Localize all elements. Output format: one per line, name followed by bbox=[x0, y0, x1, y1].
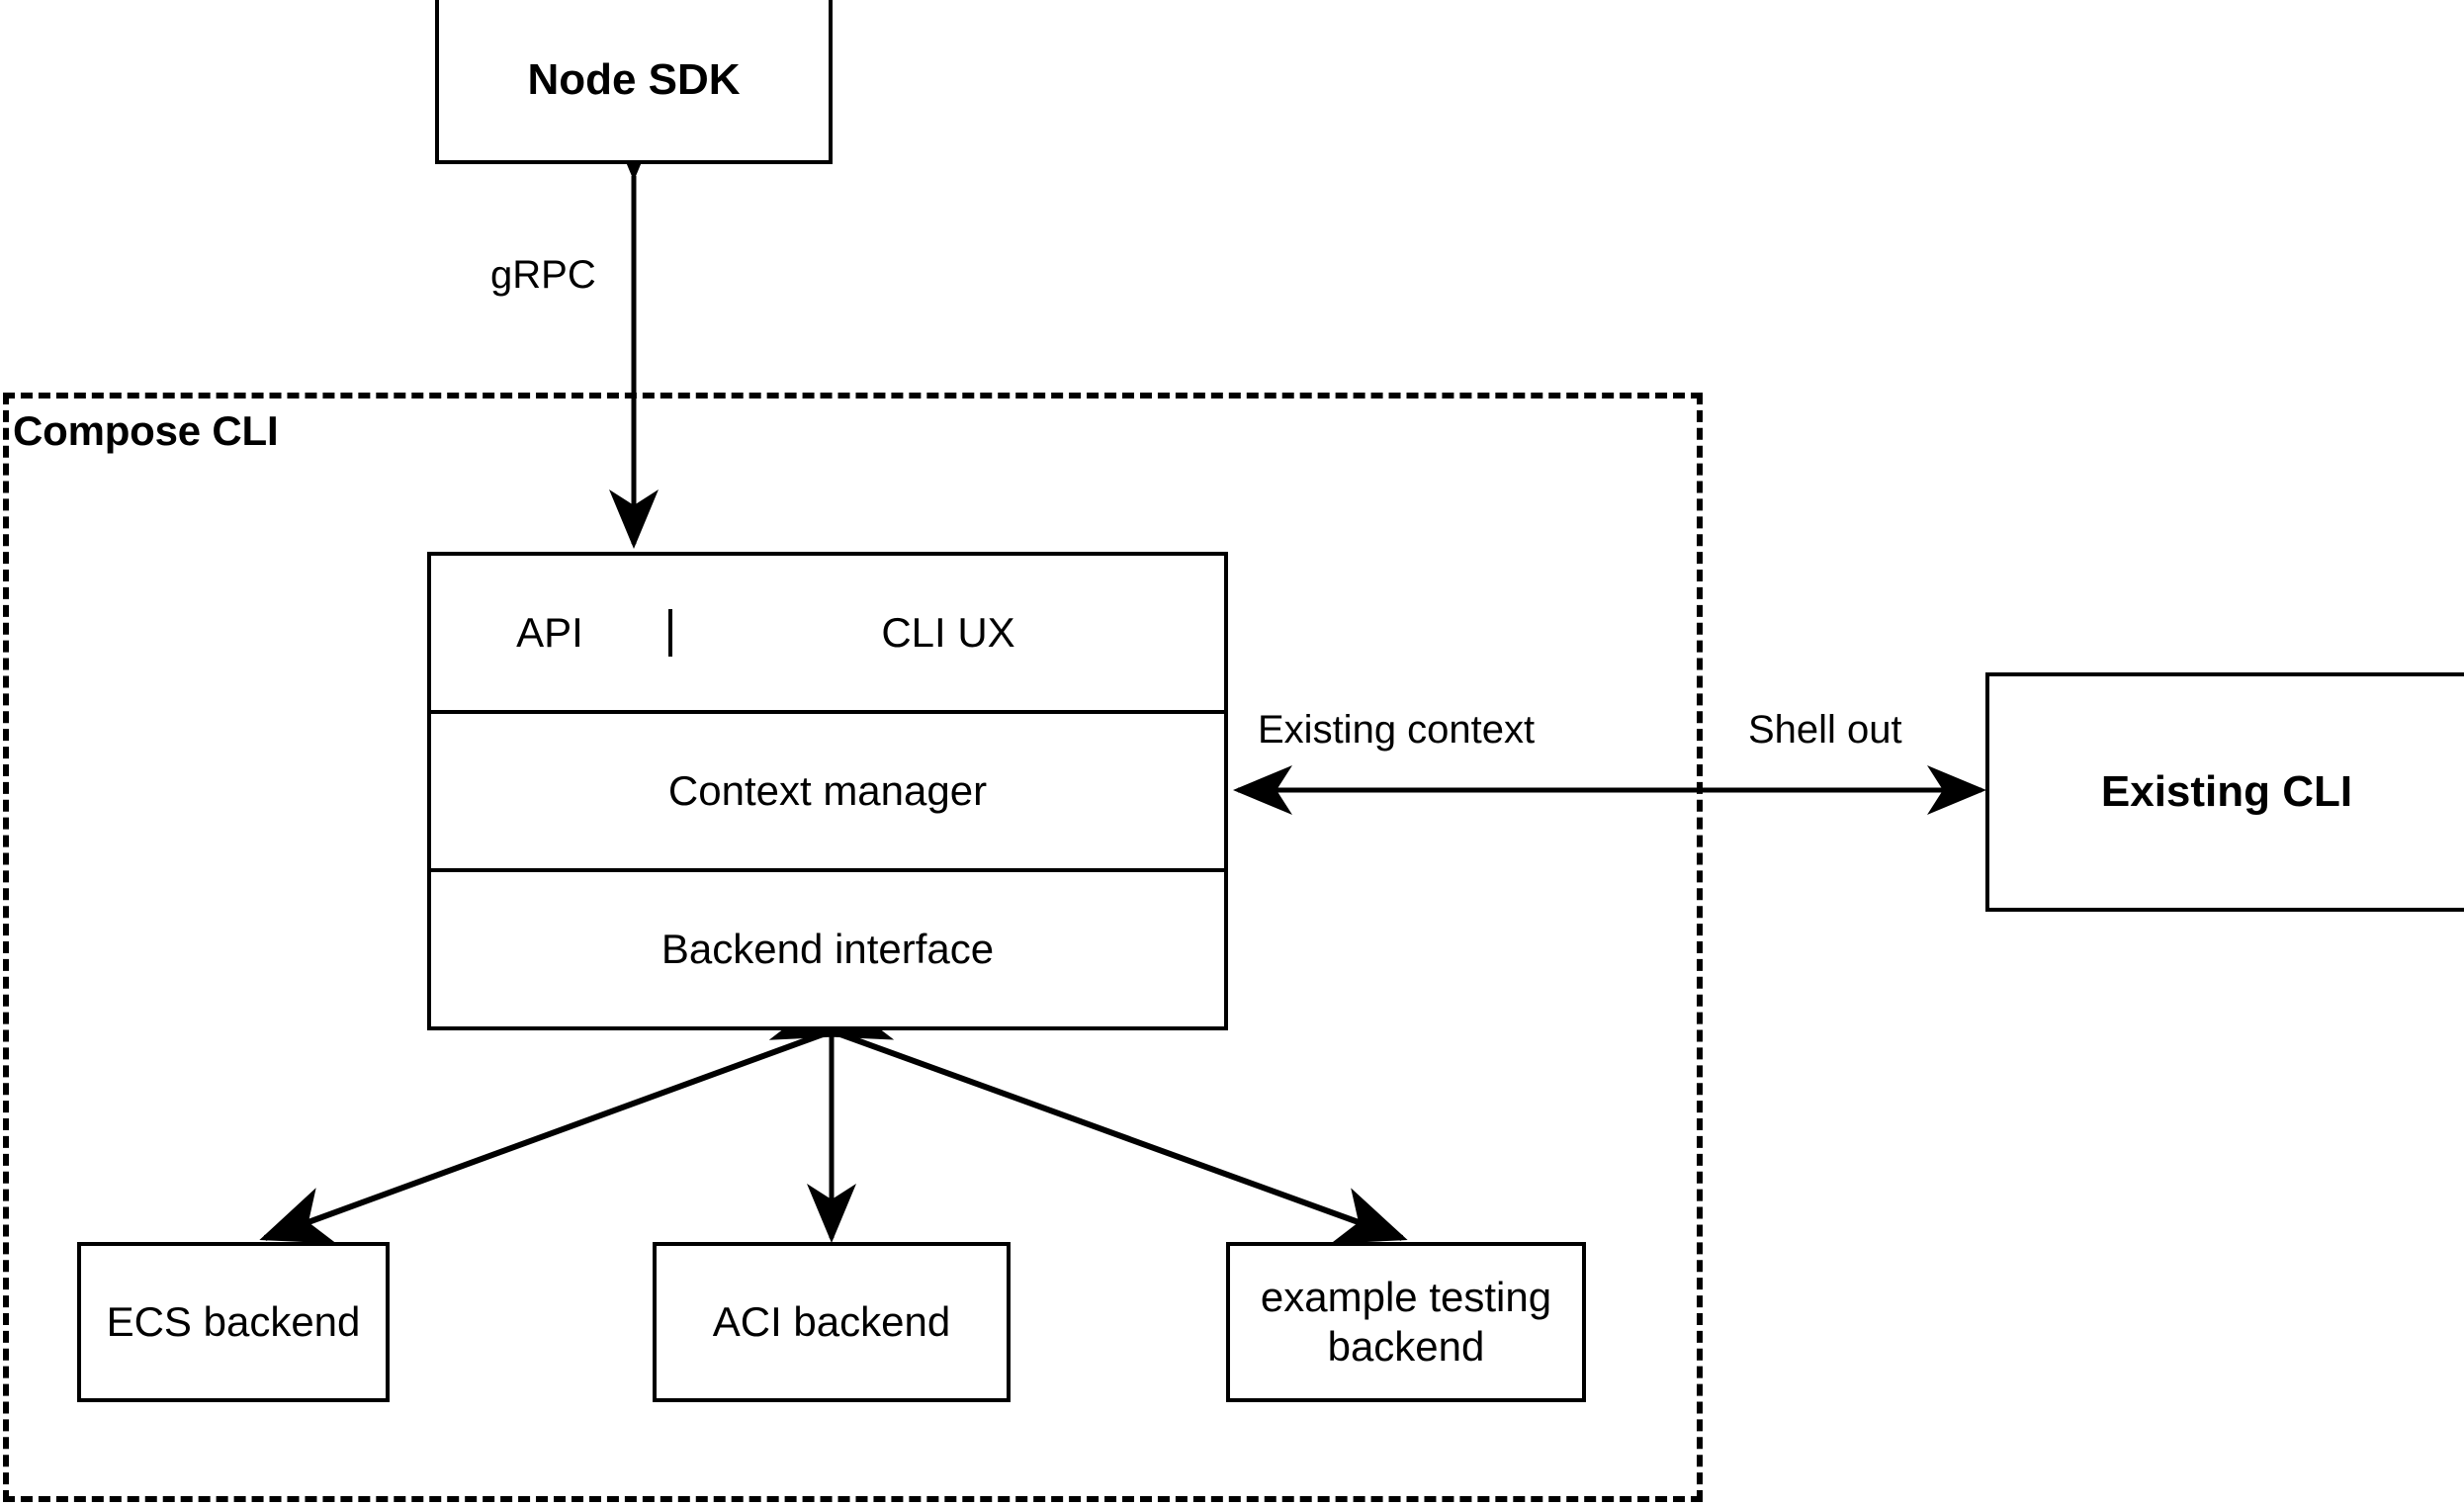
context-manager-label: Context manager bbox=[667, 767, 988, 814]
stack-cell-api[interactable]: API bbox=[431, 609, 672, 657]
example-backend-label-line1: example testing bbox=[1260, 1274, 1552, 1321]
existing-cli-box[interactable]: Existing CLI bbox=[1985, 672, 2464, 912]
stack-row-context-manager[interactable]: Context manager bbox=[431, 714, 1224, 872]
node-sdk-box[interactable]: Node SDK bbox=[435, 0, 833, 164]
aci-backend-box[interactable]: ACI backend bbox=[653, 1242, 1011, 1402]
edge-label-existing-context: Existing context bbox=[1258, 708, 1536, 752]
compose-cli-stack: API CLI UX Context manager Backend inter… bbox=[427, 552, 1228, 1030]
example-testing-backend-box[interactable]: example testing backend bbox=[1226, 1242, 1586, 1402]
ecs-backend-box[interactable]: ECS backend bbox=[77, 1242, 390, 1402]
stack-cell-cli-ux[interactable]: CLI UX bbox=[672, 609, 1224, 657]
edge-label-shell-out: Shell out bbox=[1748, 708, 1902, 752]
api-label: API bbox=[516, 609, 583, 656]
stack-row-backend-interface[interactable]: Backend interface bbox=[431, 872, 1224, 1026]
edge-label-grpc: gRPC bbox=[490, 253, 596, 297]
existing-cli-label: Existing CLI bbox=[2100, 767, 2353, 817]
stack-row-api-cliux: API CLI UX bbox=[431, 556, 1224, 714]
backend-interface-label: Backend interface bbox=[660, 926, 995, 972]
cli-ux-label: CLI UX bbox=[881, 609, 1015, 656]
aci-backend-label: ACI backend bbox=[712, 1298, 951, 1346]
compose-cli-label: Compose CLI bbox=[13, 407, 279, 454]
example-backend-label-line2: backend bbox=[1327, 1323, 1485, 1370]
compose-cli-boundary bbox=[3, 393, 1703, 1502]
node-sdk-label: Node SDK bbox=[527, 55, 741, 105]
ecs-backend-label: ECS backend bbox=[106, 1298, 361, 1346]
example-backend-label-wrap: example testing backend bbox=[1255, 1273, 1557, 1371]
